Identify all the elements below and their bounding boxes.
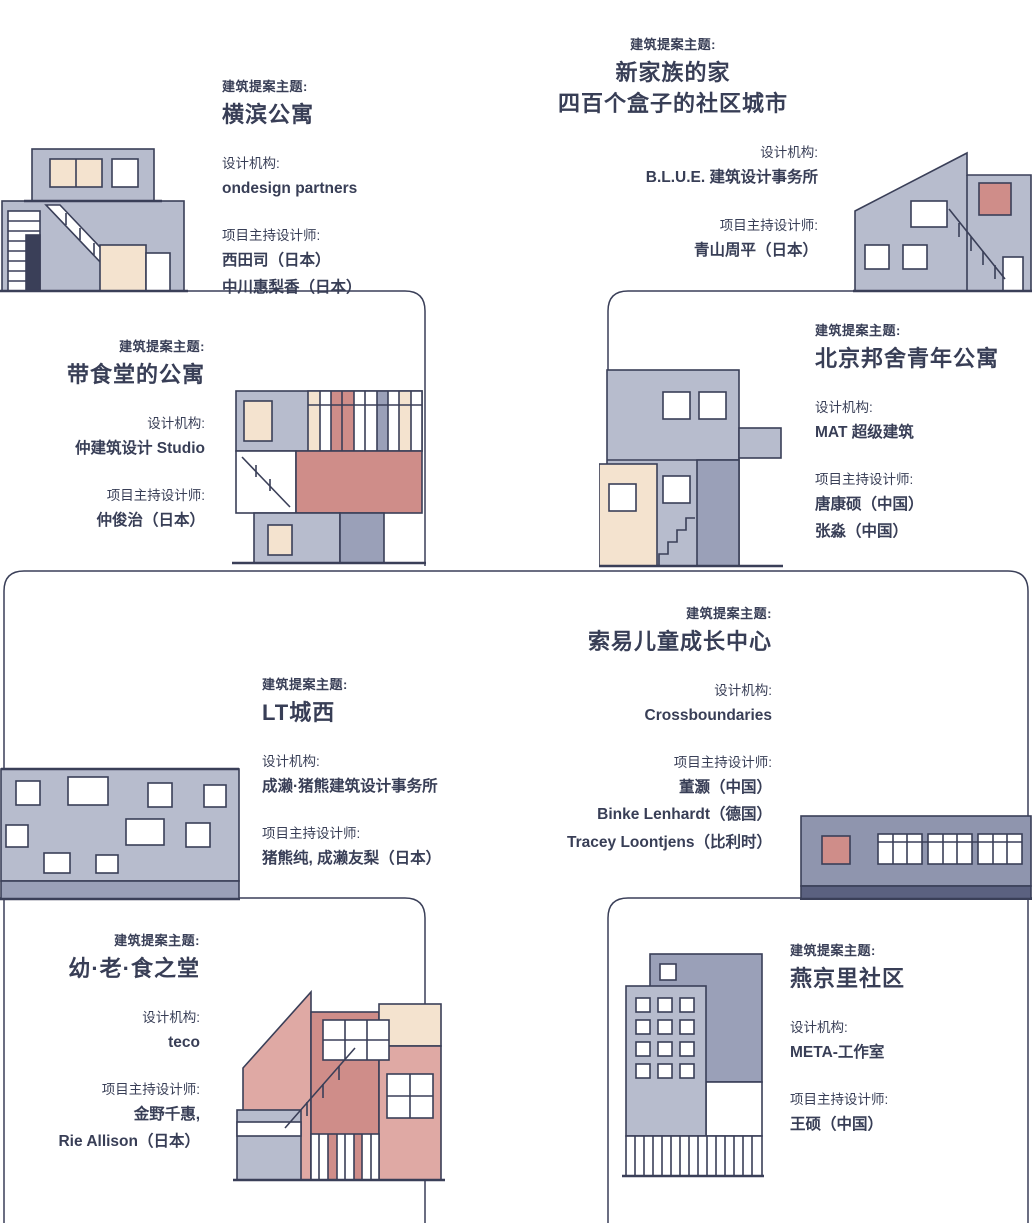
org-name: teco	[168, 1034, 200, 1052]
project-panel-beijing-bangshe: 建筑提案主题: 北京邦舍青年公寓 设计机构: MAT 超级建筑 项目主持设计师:…	[815, 320, 999, 546]
designer-label: 项目主持设计师:	[262, 826, 361, 842]
org-label: 设计机构:	[815, 400, 873, 416]
soyoo-children-center-building-illustration	[800, 815, 1032, 900]
theme-label: 建筑提案主题:	[630, 37, 716, 52]
org-name: B.L.U.E. 建筑设计事务所	[645, 169, 818, 187]
theme-label: 建筑提案主题:	[815, 323, 901, 338]
theme-label: 建筑提案主题:	[114, 933, 200, 948]
theme-label: 建筑提案主题:	[790, 943, 876, 958]
project-title: 燕京里社区	[790, 966, 906, 991]
designer-label: 项目主持设计师:	[101, 1082, 200, 1098]
project-title: 横滨公寓	[222, 102, 315, 127]
org-name: MAT 超级建筑	[815, 424, 914, 442]
canteen-apartment-building-illustration	[232, 390, 426, 565]
project-title: 幼·老·食之堂	[68, 956, 200, 981]
designer-name: 仲俊治（日本）	[96, 512, 205, 530]
org-label: 设计机构:	[147, 416, 205, 432]
yokohama-apartment-building-illustration	[0, 148, 188, 293]
designer-name: 金野千惠, Rie Allison（日本）	[58, 1106, 200, 1151]
org-name: 仲建筑设计 Studio	[74, 440, 205, 458]
theme-label: 建筑提案主题:	[262, 677, 348, 692]
theme-label: 建筑提案主题:	[686, 606, 772, 621]
designer-name: 王硕（中国）	[790, 1116, 884, 1134]
org-name: META-工作室	[790, 1044, 885, 1062]
org-label: 设计机构:	[714, 683, 772, 699]
designer-label: 项目主持设计师:	[790, 1092, 889, 1108]
project-title: 北京邦舍青年公寓	[815, 346, 1000, 371]
org-label: 设计机构:	[142, 1010, 200, 1026]
designer-name: 青山周平（日本）	[693, 241, 818, 259]
project-title: LT城西	[262, 700, 336, 725]
box-community-building-illustration	[853, 151, 1032, 293]
project-title-line2: 四百个盒子的社区城市	[557, 91, 788, 117]
org-label: 设计机构:	[222, 156, 280, 172]
lt-chengxi-building-illustration	[0, 767, 240, 901]
designer-label: 项目主持设计师:	[106, 488, 205, 504]
org-label: 设计机构:	[790, 1020, 848, 1036]
project-panel-new-family-home: 建筑提案主题: 新家族的家 四百个盒子的社区城市 设计机构: B.L.U.E. …	[528, 34, 818, 264]
bangshe-youth-apartment-building-illustration	[599, 369, 783, 568]
theme-label: 建筑提案主题:	[222, 79, 308, 94]
designer-name: 西田司（日本） 中川惠梨香（日本）	[222, 252, 362, 297]
org-label: 设计机构:	[262, 754, 320, 770]
designer-name: 唐康硕（中国） 张淼（中国）	[815, 496, 924, 541]
org-name: ondesign partners	[222, 180, 358, 198]
project-panel-yokohama-apartment: 建筑提案主题: 横滨公寓 设计机构: ondesign partners 项目主…	[222, 76, 362, 302]
project-title: 新家族的家	[615, 60, 731, 85]
youth-elder-canteen-building-illustration	[233, 989, 445, 1182]
designer-label: 项目主持设计师:	[222, 228, 321, 244]
project-title: 带食堂的公寓	[66, 362, 205, 387]
yanjingli-community-building-illustration	[622, 953, 764, 1178]
designer-name: 董灏（中国） Binke Lenhardt（德国） Tracey Loontje…	[567, 779, 772, 851]
project-panel-lt-chengxi: 建筑提案主题: LT城西 设计机构: 成濑·猪熊建筑设计事务所 项目主持设计师:…	[262, 674, 441, 872]
project-title: 索易儿童成长中心	[587, 629, 772, 654]
org-label: 设计机构:	[760, 145, 818, 161]
designer-label: 项目主持设计师:	[815, 472, 914, 488]
org-name: Crossboundaries	[644, 707, 772, 725]
designer-label: 项目主持设计师:	[673, 755, 772, 771]
project-panel-yanjingli: 建筑提案主题: 燕京里社区 设计机构: META-工作室 项目主持设计师: 王硕…	[790, 940, 905, 1138]
project-panel-soyoo-center: 建筑提案主题: 索易儿童成长中心 设计机构: Crossboundaries 项…	[492, 603, 772, 856]
project-panel-canteen-apartment: 建筑提案主题: 带食堂的公寓 设计机构: 仲建筑设计 Studio 项目主持设计…	[5, 336, 205, 534]
org-name: 成濑·猪熊建筑设计事务所	[262, 778, 438, 796]
project-panel-youth-elder-canteen: 建筑提案主题: 幼·老·食之堂 设计机构: teco 项目主持设计师: 金野千惠…	[10, 930, 200, 1156]
designer-label: 项目主持设计师:	[719, 217, 818, 233]
theme-label: 建筑提案主题:	[119, 339, 205, 354]
designer-name: 猪熊纯, 成濑友梨（日本）	[262, 850, 442, 868]
